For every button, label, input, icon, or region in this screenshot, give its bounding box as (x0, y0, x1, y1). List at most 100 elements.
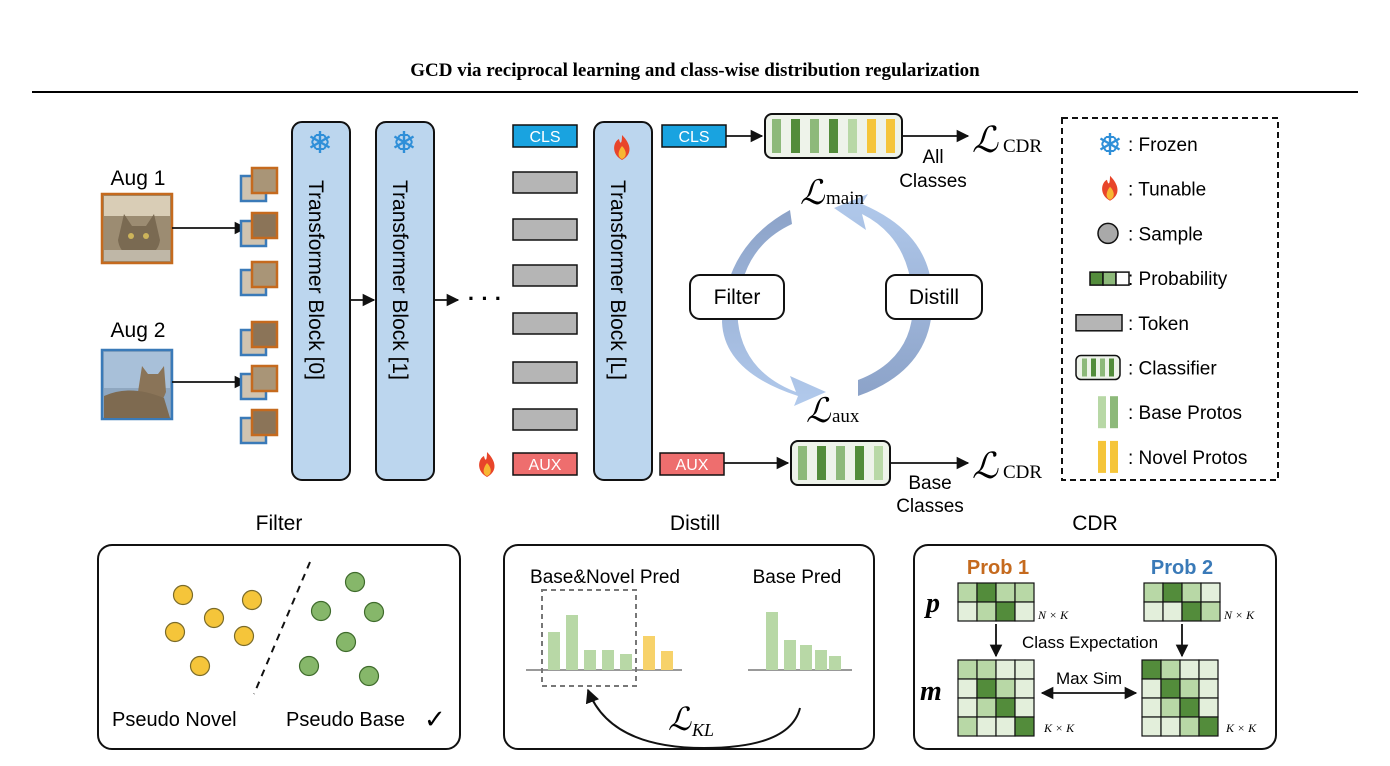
pseudo-base-sample (358, 665, 380, 687)
classifier-proto (772, 119, 781, 153)
classifier-proto (798, 446, 807, 480)
matrix-cell (1198, 716, 1219, 737)
patch (239, 166, 279, 203)
matrix-cell (1141, 678, 1162, 699)
cdr-panel-title: CDR (1072, 512, 1118, 535)
pred-bar (620, 654, 632, 670)
matrix-cell (957, 601, 978, 622)
novel-protos-icon (1098, 440, 1118, 473)
pred-bar (566, 615, 578, 670)
fire-icon (479, 452, 495, 477)
all-classes-classifier (764, 113, 903, 159)
matrix-cell (976, 716, 997, 737)
fire-icon (1102, 175, 1118, 201)
p2-dim-label: N × K (1223, 608, 1255, 622)
filter-panel-title: Filter (256, 512, 303, 535)
pred-bar (661, 651, 673, 670)
matrix-cell (995, 582, 1016, 603)
matrix-cell (1143, 601, 1164, 622)
patch (239, 211, 279, 248)
token (512, 218, 578, 241)
patch-stack (239, 166, 279, 445)
snowflake-icon (309, 131, 331, 153)
classifier-proto (810, 119, 819, 153)
cat-image-aug2 (100, 348, 174, 421)
matrix-cell (1179, 659, 1200, 680)
legend-label: : Novel Protos (1128, 448, 1247, 469)
matrix-cell (1014, 582, 1035, 603)
legend-label: : Classifier (1128, 359, 1217, 380)
classifier-icon (1075, 354, 1121, 381)
transformer-block-0: Transformer Block [0] (291, 121, 351, 481)
class-expectation-label: Class Expectation (1022, 633, 1158, 652)
matrix-cell (1141, 659, 1162, 680)
max-sim-label: Max Sim (1056, 669, 1122, 688)
snowflake-icon (393, 131, 415, 153)
matrix-cell (957, 716, 978, 737)
pseudo-base-sample (363, 601, 385, 623)
base-novel-focus-box (541, 589, 637, 687)
matrix-cell (1179, 678, 1200, 699)
matrix-cell (1014, 659, 1035, 680)
matrix-cell (995, 716, 1016, 737)
patch (239, 320, 279, 357)
aux-token (512, 452, 578, 476)
matrix-cell (957, 678, 978, 699)
token (512, 171, 578, 194)
prob2-label: Prob 2 (1151, 557, 1213, 579)
pseudo-novel-sample (233, 625, 255, 647)
pseudo-base-sample (344, 571, 366, 593)
aux-output-token (659, 452, 725, 476)
transformer-block-l: Transformer Block [L] (593, 121, 653, 481)
pred-bar (548, 632, 560, 670)
classifier-proto (791, 119, 800, 153)
pseudo-base-label: Pseudo Base (286, 709, 405, 731)
base-novel-pred-label: Base&Novel Pred (530, 567, 680, 588)
block-1-label: Transformer Block [1] (388, 180, 411, 380)
loss-cdr-bottom: ℒ (972, 446, 999, 486)
classifier-proto (855, 446, 864, 480)
legend: : Frozen: Tunable: Sample: Probability: … (1075, 133, 1247, 473)
legend-label: : Tunable (1128, 180, 1206, 201)
distill-arrow (834, 194, 933, 396)
matrix-cell (1200, 601, 1221, 622)
matrix-cell (1198, 659, 1219, 680)
fire-icon (614, 135, 630, 160)
pseudo-novel-sample (164, 621, 186, 643)
pseudo-novel-sample (203, 607, 225, 629)
base-pred-bar (829, 656, 841, 670)
cat-image-aug1 (100, 192, 174, 265)
matrix-cell (957, 697, 978, 718)
matrix-cell (976, 601, 997, 622)
loss-cdr-top: ℒ (972, 120, 999, 160)
base-pred-bar (815, 650, 827, 670)
token-icon (1075, 314, 1123, 332)
distill-box (885, 274, 983, 320)
legend-box (1061, 117, 1279, 481)
matrix-cell (976, 697, 997, 718)
kl-arrow (585, 688, 801, 750)
snowflake-icon (1099, 133, 1121, 155)
loss-cdr-top-sub: CDR (1003, 136, 1042, 157)
matrix-cell (976, 582, 997, 603)
m-symbol: m (920, 676, 942, 707)
matrix-cell (1160, 659, 1181, 680)
p-symbol: p (924, 588, 940, 619)
matrix-cell (1160, 716, 1181, 737)
loss-kl: ℒ (668, 701, 692, 737)
check-icon: ✓ (424, 704, 446, 734)
pseudo-base-sample (335, 631, 357, 653)
matrix-cell (995, 659, 1016, 680)
pseudo-novel-sample (172, 584, 194, 606)
filter-samples (164, 571, 385, 687)
all-classes-label: Classes (899, 171, 967, 192)
matrix-cell (1141, 716, 1162, 737)
patch (239, 408, 279, 445)
filter-box (689, 274, 785, 320)
loss-main: ℒ (800, 175, 826, 212)
matrix-cell (1181, 582, 1202, 603)
classifier-proto (886, 119, 895, 153)
patch (239, 260, 279, 297)
matrix-cell (1160, 697, 1181, 718)
